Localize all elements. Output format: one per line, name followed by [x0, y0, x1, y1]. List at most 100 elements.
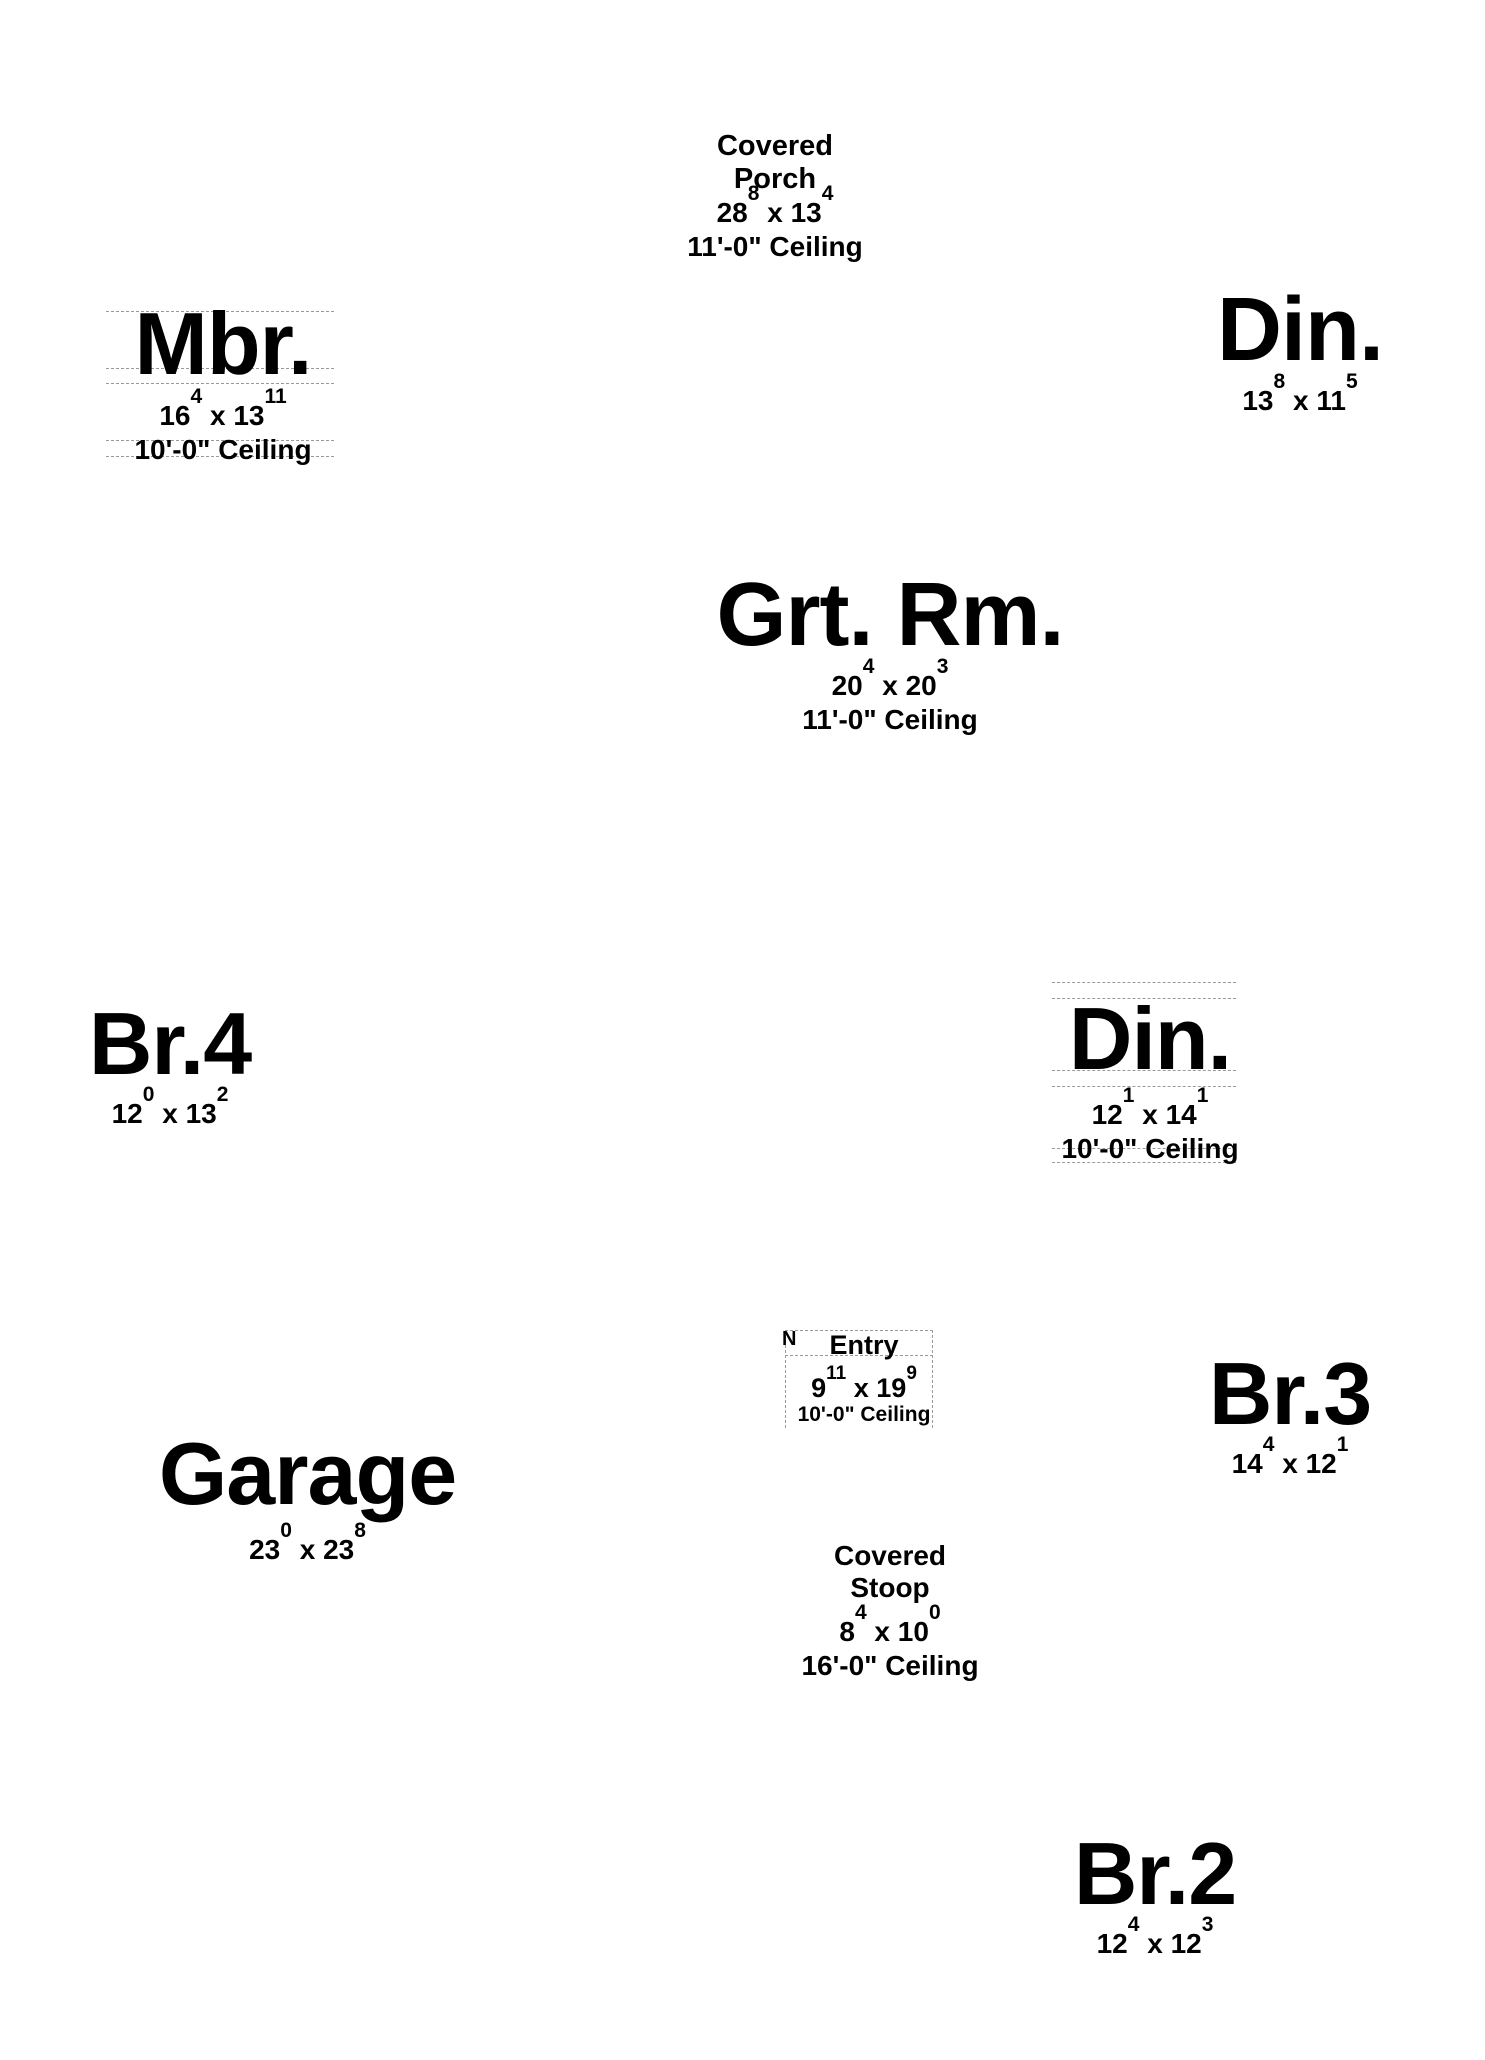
- ceiling-height: 11'-0" Ceiling: [802, 704, 978, 735]
- room-name-line2: Stoop: [850, 1572, 930, 1604]
- dim-width: 8: [839, 1616, 855, 1648]
- guide-line: [1052, 998, 1236, 999]
- dim-width-inches: 11: [826, 1363, 847, 1385]
- dim-depth-inches: 0: [928, 1601, 941, 1625]
- room-name: Entry: [829, 1330, 899, 1360]
- guide-line: [106, 311, 334, 312]
- dim-width: 12: [1096, 1928, 1128, 1959]
- room-dimensions: 230 x 238: [140, 1520, 475, 1565]
- dim-width: 12: [1091, 1099, 1123, 1130]
- dim-depth-inches: 9: [906, 1363, 917, 1385]
- room-label-din-upper: Din. 138 x 115: [1200, 285, 1400, 415]
- dim-separator: x: [1292, 385, 1309, 416]
- dim-width-inches: 1: [1122, 1084, 1135, 1107]
- dim-depth-inches: 4: [821, 181, 834, 205]
- dim-width: 14: [1231, 1448, 1263, 1479]
- ceiling-height: 10'-0" Ceiling: [797, 1403, 931, 1427]
- room-dimensions: 84 x 100: [790, 1602, 990, 1648]
- dim-width: 9: [811, 1373, 827, 1404]
- room-dimensions: 120 x 132: [70, 1084, 270, 1129]
- dim-depth-inches: 2: [216, 1083, 229, 1106]
- ceiling-height: 10'-0" Ceiling: [1061, 1133, 1239, 1164]
- dim-width: 12: [111, 1098, 143, 1129]
- room-label-br2: Br.2 124 x 123: [1065, 1830, 1245, 1958]
- dim-width-inches: 0: [142, 1083, 155, 1106]
- dim-depth: 14: [1165, 1099, 1197, 1130]
- dim-depth-inches: 3: [1201, 1913, 1214, 1936]
- room-name-line1: Covered: [716, 130, 834, 162]
- dim-depth-inches: 8: [354, 1519, 366, 1542]
- guide-line: [932, 1330, 933, 1428]
- dim-depth: 13: [233, 400, 265, 431]
- room-label-din-lower: Din. 121 x 141 10'-0" Ceiling: [1055, 995, 1245, 1163]
- dim-width: 16: [159, 400, 191, 431]
- room-name: Din.: [1217, 280, 1384, 380]
- room-name: Br.2: [1073, 1824, 1237, 1923]
- guide-line: [785, 1330, 933, 1331]
- dim-depth: 20: [905, 670, 937, 701]
- room-label-br3: Br.3 144 x 121: [1190, 1350, 1390, 1478]
- dim-depth: 13: [185, 1098, 217, 1129]
- guide-line: [785, 1355, 933, 1356]
- dim-depth: 12: [1305, 1448, 1337, 1479]
- room-label-great-room: Grt. Rm. 204 x 203 11'-0" Ceiling: [700, 570, 1080, 734]
- dim-width-inches: 4: [1262, 1433, 1275, 1456]
- room-name: Grt. Rm.: [716, 565, 1064, 665]
- dim-width: 13: [1242, 385, 1274, 416]
- dim-depth: 11: [1316, 385, 1346, 416]
- dim-depth-inches: 1: [1196, 1084, 1209, 1107]
- dim-width-inches: 8: [1273, 370, 1286, 393]
- room-name: Mbr.: [134, 294, 313, 393]
- room-name: Garage: [158, 1424, 457, 1523]
- ceiling-height: 16'-0" Ceiling: [801, 1650, 979, 1682]
- dim-width-inches: 4: [1127, 1913, 1140, 1936]
- dim-width-inches: 0: [280, 1519, 292, 1542]
- dim-depth: 13: [790, 196, 822, 228]
- dim-width-inches: 4: [854, 1601, 867, 1625]
- room-name-line1: Covered: [833, 1540, 947, 1571]
- dim-separator: x: [882, 670, 898, 701]
- dim-separator: x: [853, 1373, 869, 1404]
- guide-line: [106, 368, 334, 369]
- room-dimensions: 164 x 1311: [103, 386, 343, 431]
- room-label-br4: Br.4 120 x 132: [70, 1000, 270, 1128]
- dim-width-inches: 4: [862, 655, 875, 678]
- guide-line: [106, 383, 334, 384]
- room-dimensions: 144 x 121: [1190, 1434, 1390, 1479]
- dim-depth: 19: [876, 1373, 907, 1404]
- guide-line: [785, 1330, 786, 1428]
- guide-line: [106, 440, 334, 441]
- dim-width: 23: [249, 1534, 281, 1565]
- room-dimensions: 204 x 203: [700, 656, 1080, 701]
- room-name: Din.: [1068, 989, 1232, 1088]
- room-label-covered-stoop: Covered Stoop 84 x 100 16'-0" Ceiling: [790, 1540, 990, 1680]
- room-dimensions: 138 x 115: [1200, 371, 1400, 416]
- guide-line: [1052, 1148, 1236, 1149]
- guide-line: [106, 456, 334, 457]
- room-label-garage: Garage 230 x 238: [140, 1430, 475, 1564]
- dim-depth-inches: 1: [1336, 1433, 1349, 1456]
- dim-separator: x: [767, 196, 783, 228]
- dim-depth-inches: 3: [936, 655, 949, 678]
- dim-separator: x: [1147, 1928, 1163, 1959]
- dim-width-inches: 4: [190, 385, 203, 408]
- room-dimensions: 911 x 199: [788, 1364, 940, 1404]
- ceiling-height: 11'-0" Ceiling: [687, 230, 863, 262]
- room-dimensions: 124 x 123: [1065, 1914, 1245, 1959]
- dim-depth: 10: [897, 1616, 929, 1648]
- guide-line: [1052, 1070, 1236, 1071]
- dim-depth: 12: [1170, 1928, 1202, 1959]
- dim-separator: x: [162, 1098, 178, 1129]
- dim-separator: x: [1142, 1099, 1158, 1130]
- dim-depth-inches: 5: [1345, 370, 1358, 393]
- dim-width: 20: [831, 670, 863, 701]
- room-name-line2: Porch: [733, 163, 817, 196]
- dim-separator: x: [1282, 1448, 1298, 1479]
- ceiling-height: 10'-0" Ceiling: [134, 434, 312, 465]
- room-label-covered-porch: Covered Porch 288 x 134 11'-0" Ceiling: [650, 130, 900, 261]
- dim-depth-inches: 11: [264, 385, 287, 408]
- room-name: Br.4: [88, 994, 252, 1093]
- room-name: Br.3: [1208, 1344, 1372, 1443]
- room-dimensions: 288 x 134: [650, 183, 900, 228]
- dim-width-inches: 8: [747, 181, 760, 205]
